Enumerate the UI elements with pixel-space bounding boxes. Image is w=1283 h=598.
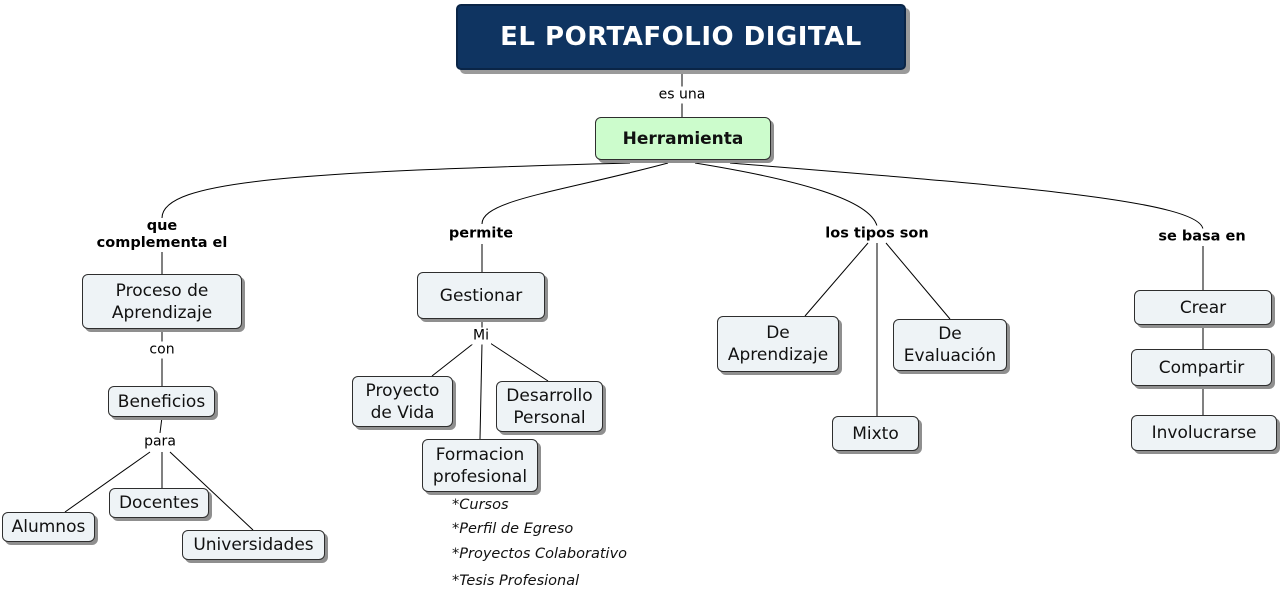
concept-de-evaluacion[interactable]: De Evaluación — [893, 319, 1007, 371]
link-hub-tipos — [694, 162, 878, 227]
link-label-mi: Mi — [471, 327, 491, 345]
link-label-es-una: es una — [656, 86, 708, 104]
link-hub-basa — [729, 162, 1204, 231]
note-cursos: *Cursos — [452, 497, 509, 513]
link-para-universidades — [169, 451, 254, 531]
concept-mixto[interactable]: Mixto — [832, 416, 919, 451]
link-label-para: para — [142, 433, 178, 451]
concept-docentes[interactable]: Docentes — [109, 488, 209, 518]
link-tipos-aprendizaje — [804, 242, 869, 317]
note-perfil-egreso: *Perfil de Egreso — [452, 521, 574, 537]
concept-herramienta[interactable]: Herramienta — [595, 117, 771, 160]
link-mi-proyecto — [431, 342, 475, 377]
link-label-con: con — [147, 341, 177, 359]
concept-beneficios[interactable]: Beneficios — [108, 386, 215, 417]
concept-compartir[interactable]: Compartir — [1131, 349, 1272, 386]
link-hub-permite — [481, 162, 669, 225]
concept-proyecto-vida[interactable]: Proyecto de Vida — [352, 376, 453, 427]
link-mi-desarrollo — [489, 342, 549, 382]
concept-gestionar[interactable]: Gestionar — [417, 272, 545, 319]
link-label-tipos: los tipos son — [823, 225, 931, 243]
concept-crear[interactable]: Crear — [1134, 290, 1272, 325]
concept-universidades[interactable]: Universidades — [182, 530, 325, 560]
note-proyectos-colaborativo: *Proyectos Colaborativo — [452, 546, 628, 562]
link-label-permite: permite — [446, 225, 516, 243]
link-para-alumnos — [64, 451, 151, 513]
link-beneficios-para — [159, 416, 163, 434]
note-tesis-profesional: *Tesis Profesional — [452, 573, 580, 589]
concept-desarrollo-personal[interactable]: Desarrollo Personal — [496, 381, 603, 432]
link-label-que-complementa: que complementa el — [94, 218, 230, 252]
link-hub-que — [161, 162, 631, 219]
map-title: EL PORTAFOLIO DIGITAL — [456, 4, 906, 70]
concept-involucrarse[interactable]: Involucrarse — [1131, 415, 1277, 451]
link-tipos-evaluacion — [885, 242, 951, 320]
link-label-basa: se basa en — [1156, 228, 1248, 246]
concept-formacion-profesional[interactable]: Formacion profesional — [422, 439, 538, 492]
link-mi-formacion — [479, 342, 483, 440]
concept-proceso-aprendizaje[interactable]: Proceso de Aprendizaje — [82, 274, 242, 329]
concept-de-aprendizaje[interactable]: De Aprendizaje — [717, 316, 839, 372]
concept-alumnos[interactable]: Alumnos — [2, 512, 95, 542]
